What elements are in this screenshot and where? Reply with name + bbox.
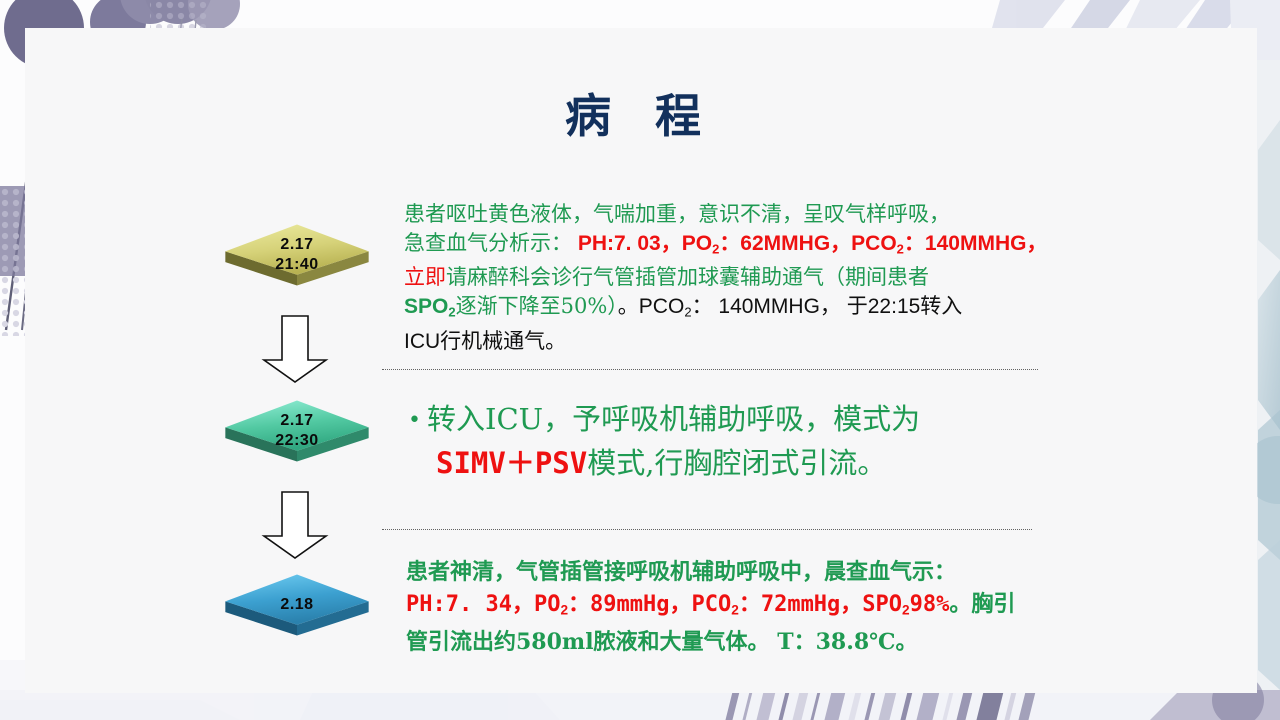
blk1-run-3-1: 立即 bbox=[404, 265, 446, 290]
blk1-run-4-6: ： 140MMHG， 于22:15转入 bbox=[691, 295, 963, 319]
blk2-run-2-2: 模式,行胸腔闭式引流。 bbox=[587, 446, 887, 481]
blk1-run-4-2: 2 bbox=[448, 304, 456, 320]
blk1-run-2-5: 2 bbox=[896, 241, 904, 257]
flow-arrow-1 bbox=[258, 312, 332, 386]
blk1-run-4-3: 逐渐下降至50%） bbox=[455, 294, 618, 319]
blk1-line-2: 急查血气分析示： PH:7. 03，PO2：62MMHG，PCO2：140MMH… bbox=[404, 229, 1110, 263]
bullet-marker: • bbox=[408, 408, 421, 434]
blk1-run-4-4: 。PCO bbox=[617, 295, 685, 319]
flow-node-3[interactable]: 2.18 bbox=[207, 562, 387, 658]
text-block-1: 患者呕吐黄色液体，气喘加重，意识不清，呈叹气样呼吸， 急查血气分析示： PH:7.… bbox=[404, 200, 1110, 356]
blk2-run-1-1: 转入ICU，予呼吸机辅助呼吸，模式为 bbox=[426, 402, 921, 436]
blk3-run-2-3: ：89mmHg，PCO bbox=[568, 592, 732, 617]
blk1-run-2-2: PH:7. 03，PO bbox=[572, 232, 713, 255]
blk1-run-2-3: 2 bbox=[712, 241, 720, 257]
blk3-run-2-4: 2 bbox=[731, 602, 739, 618]
diamond-shape-2 bbox=[225, 400, 369, 462]
divider-1 bbox=[382, 369, 1038, 370]
decor-right-edge bbox=[1244, 60, 1280, 720]
blk3-run-2-8: 。胸引 bbox=[949, 591, 1016, 617]
blk3-line-3: 管引流出约580ml脓液和大量气体。 T：38.8℃。 bbox=[406, 626, 1086, 658]
blk3-run-2-2: 2 bbox=[560, 602, 569, 618]
blk1-run-5-1: ICU行机械通气。 bbox=[404, 329, 567, 353]
flow-node-2[interactable]: 2.17 22:30 bbox=[207, 388, 387, 484]
down-arrow-icon bbox=[261, 315, 329, 383]
blk1-run-2-1: 急查血气分析示： bbox=[404, 231, 572, 255]
blk3-run-2-6: 2 bbox=[902, 602, 910, 618]
blk1-line-5: ICU行机械通气。 bbox=[404, 327, 1110, 356]
text-block-3: 患者神清，气管插管接呼吸机辅助呼吸中，晨查血气示：PH:7. 34，PO2：89… bbox=[406, 556, 1086, 658]
blk2-line-1: •转入ICU，予呼吸机辅助呼吸，模式为 bbox=[408, 398, 1088, 442]
blk3-line-1: 患者神清，气管插管接呼吸机辅助呼吸中，晨查血气示： bbox=[406, 556, 1086, 588]
blk1-line-3: 立即请麻醉科会诊行气管插管加球囊辅助通气（期间患者 bbox=[404, 263, 1110, 292]
blk1-run-4-5: 2 bbox=[684, 304, 692, 320]
blk3-run-2-7: 98% bbox=[909, 592, 950, 617]
blk2-line-2: SIMV＋PSV模式,行胸腔闭式引流。 bbox=[408, 442, 1088, 485]
blk1-line-1: 患者呕吐黄色液体，气喘加重，意识不清，呈叹气样呼吸， bbox=[404, 200, 1110, 229]
page-title: 病 程 bbox=[564, 89, 715, 143]
blk3-line-2: PH:7. 34，PO2：89mmHg，PCO2：72mmHg，SPO298%。… bbox=[406, 588, 1086, 626]
down-arrow-icon bbox=[261, 491, 329, 559]
blk1-line-4: SPO2逐渐下降至50%）。PCO2： 140MMHG， 于22:15转入 bbox=[404, 292, 1110, 326]
blk1-run-3-2: 请麻醉科会诊行气管插管加球囊辅助通气（期间患者 bbox=[446, 265, 929, 290]
blk1-run-1-1: 患者呕吐黄色液体，气喘加重，意识不清，呈叹气样呼吸， bbox=[404, 202, 950, 226]
blk3-run-2-5: ：72mmHg，SPO bbox=[738, 592, 903, 617]
blk1-run-2-6: ：140MMHG， bbox=[903, 232, 1048, 255]
blk2-run-2-1: SIMV＋PSV bbox=[436, 446, 588, 481]
diamond-shape-3 bbox=[225, 574, 369, 636]
blk1-run-2-4: ：62MMHG，PCO bbox=[719, 232, 897, 255]
blk3-run-1-1: 患者神清，气管插管接呼吸机辅助呼吸中，晨查血气示： bbox=[406, 559, 957, 585]
flow-arrow-2 bbox=[258, 488, 332, 562]
blk1-run-4-1: SPO bbox=[404, 295, 449, 319]
diamond-shape-1 bbox=[225, 224, 369, 286]
blk3-run-2-1: PH:7. 34，PO bbox=[406, 592, 561, 617]
flow-node-1[interactable]: 2.17 21:40 bbox=[207, 212, 387, 308]
divider-2 bbox=[382, 529, 1032, 530]
blk3-run-3-1: 管引流出约580ml脓液和大量气体。 T：38.8℃。 bbox=[406, 629, 918, 656]
slide-content-panel bbox=[25, 28, 1257, 693]
